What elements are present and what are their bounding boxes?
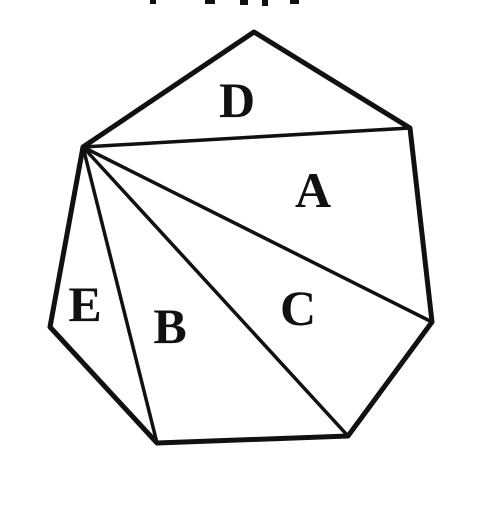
diagonal-to-top-right: [81, 126, 412, 149]
region-label-c: C: [280, 280, 316, 336]
region-label-a: A: [295, 162, 331, 218]
heptagon-outline: [47, 29, 435, 446]
diagonal-to-bottom-right: [81, 145, 350, 438]
diagonal-to-bottom-left: [81, 145, 159, 445]
top-text-fragment: [150, 0, 299, 6]
region-label-e: E: [68, 276, 101, 332]
region-label-b: B: [153, 298, 186, 354]
region-label-d: D: [219, 72, 255, 128]
diagonal-to-right: [81, 145, 434, 324]
